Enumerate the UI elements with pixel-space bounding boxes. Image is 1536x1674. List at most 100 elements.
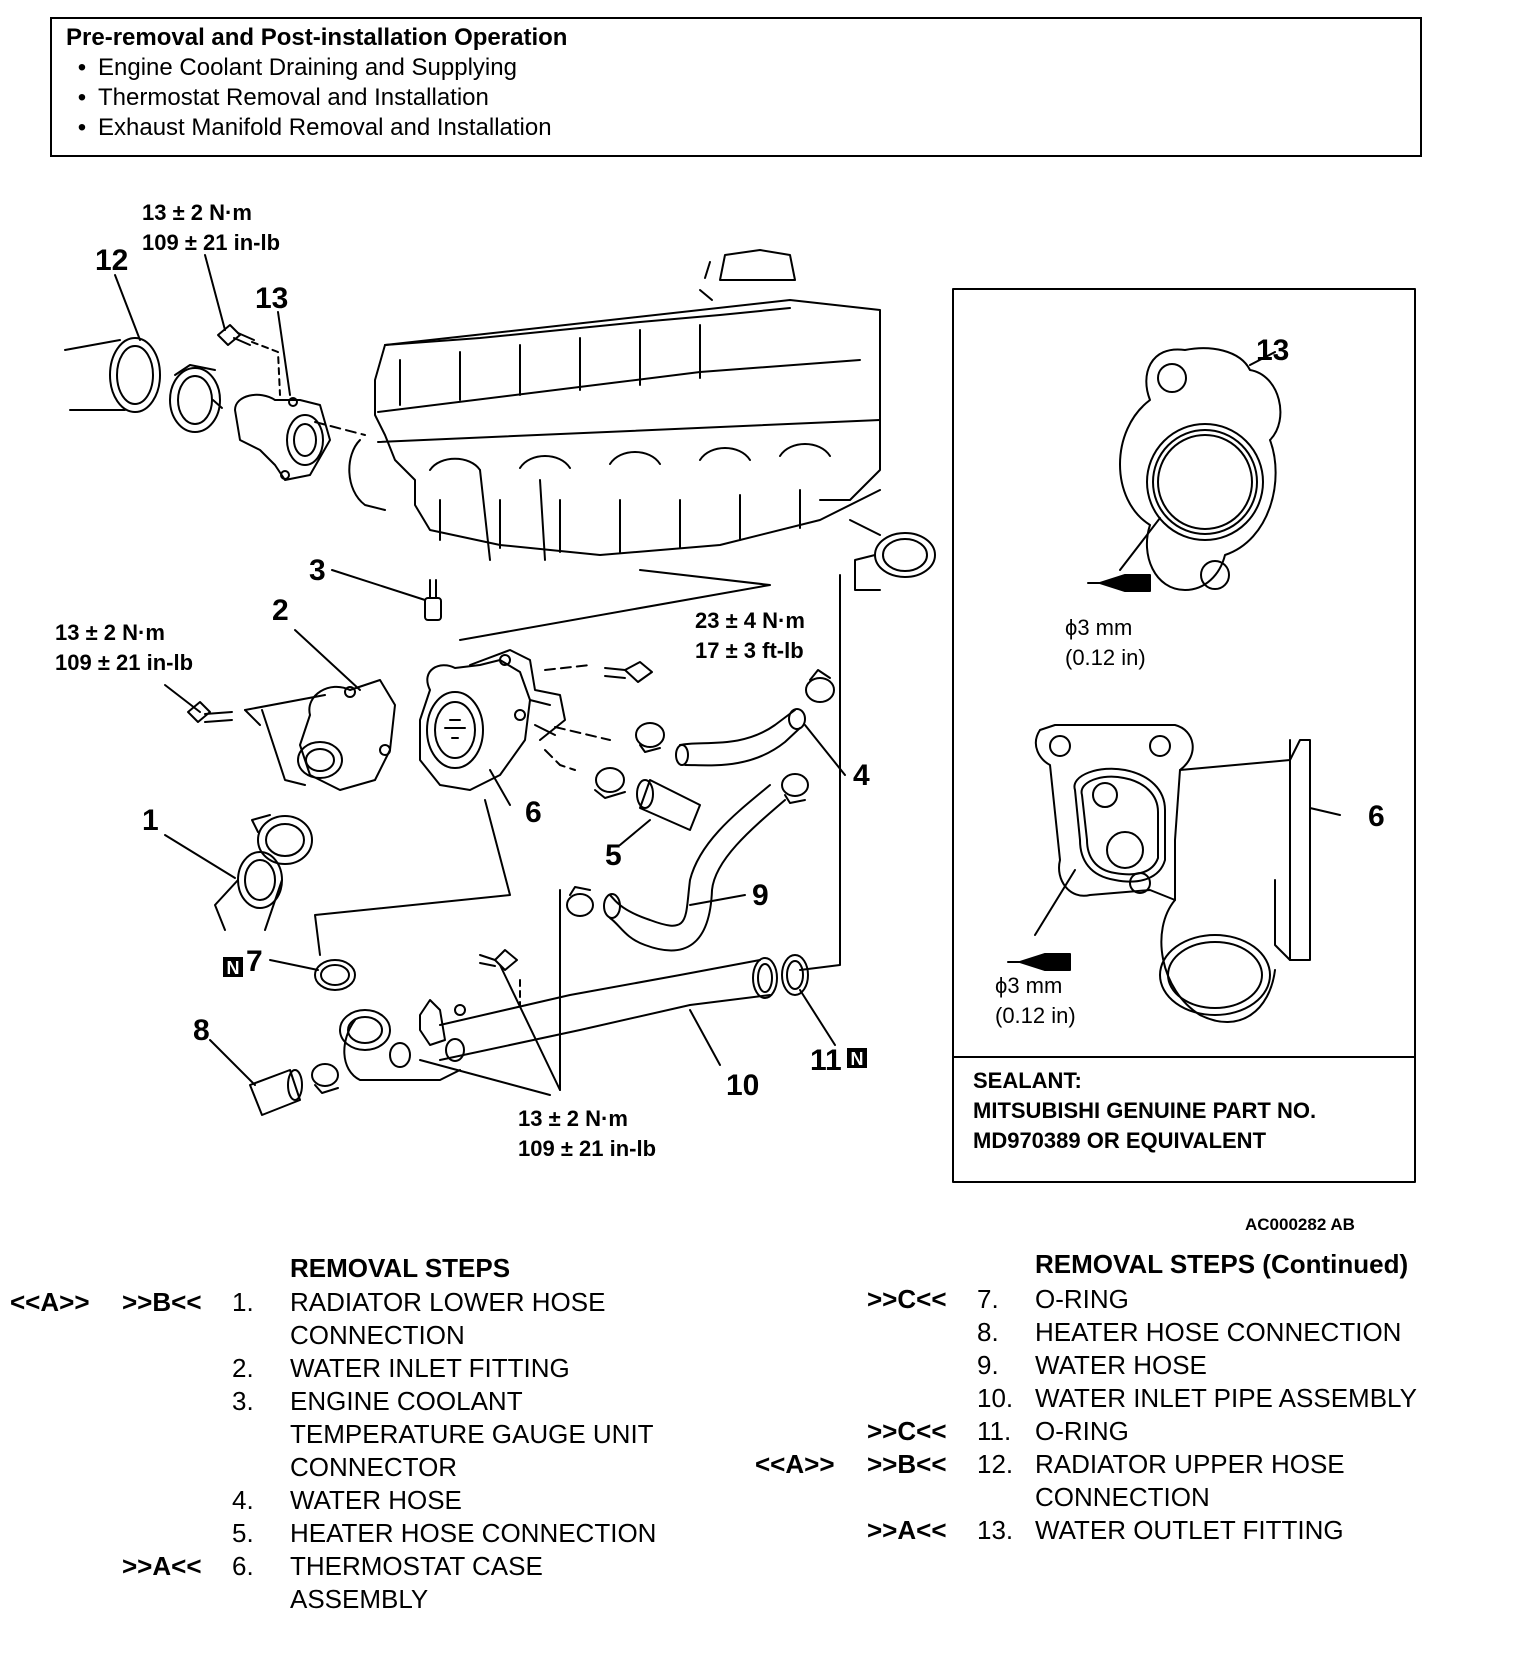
new-part-mark: N <box>851 1049 864 1069</box>
removal-step-line: >>C<< 7. O-RING <box>0 1283 1536 1316</box>
sealant-tube-icon <box>1087 574 1151 592</box>
installation-step-marker: >>C<< <box>867 1284 947 1314</box>
removal-step-number: 1. <box>232 1287 254 1317</box>
installation-step-marker: >>C<< <box>867 1416 947 1446</box>
bolt-drawing <box>604 661 653 683</box>
removal-steps-title: REMOVAL STEPS <box>290 1253 511 1283</box>
water-inlet-pipe-assembly-drawing <box>339 957 778 1081</box>
callout-1: 1 <box>142 804 159 837</box>
o-ring-drawing <box>314 959 356 991</box>
removal-steps-continued-title: REMOVAL STEPS (Continued) <box>1035 1249 1409 1279</box>
installation-step-marker: >>A<< <box>122 1551 202 1581</box>
removal-step-line: >>A<<6.THERMOSTAT CASE <box>0 1550 1536 1583</box>
removal-step-line: ASSEMBLY <box>0 1583 1536 1616</box>
removal-step-text: CONNECTION <box>290 1320 465 1350</box>
removal-step-number: 10. <box>977 1383 1014 1413</box>
removal-step-text: RADIATOR UPPER HOSE <box>1035 1449 1345 1479</box>
callout-10: 10 <box>726 1069 759 1102</box>
removal-step-marker: <<A>> <box>755 1449 835 1479</box>
removal-step-text: TEMPERATURE GAUGE UNIT <box>290 1419 654 1449</box>
bullet-icon: • <box>77 84 87 111</box>
callout-11: 11 <box>810 1044 842 1077</box>
new-part-mark-icon <box>847 1048 867 1068</box>
removal-step-text: CONNECTION <box>1035 1482 1210 1512</box>
removal-step-number: 3. <box>232 1386 254 1416</box>
removal-step-line: 4.WATER HOSE <box>0 1484 1536 1517</box>
callout-8: 8 <box>193 1014 210 1047</box>
bolt-drawing <box>479 949 518 971</box>
removal-step-line: CONNECTION <box>0 1319 1536 1352</box>
bolt-drawing <box>187 701 233 723</box>
figure-id: AC000282 AB <box>1245 1215 1355 1234</box>
bead-diameter: ϕ3 mm <box>1065 615 1132 640</box>
hose-clamp-drawing <box>169 364 223 433</box>
pre-removal-item: •Thermostat Removal and Installation <box>66 83 1406 113</box>
removal-step-line: CONNECTOR <box>0 1451 1536 1484</box>
removal-step-text: HEATER HOSE CONNECTION <box>1035 1317 1402 1347</box>
engine-block-drawing <box>348 249 936 591</box>
removal-step-text: O-RING <box>1035 1416 1129 1446</box>
bead-diameter-imperial: (0.12 in) <box>995 1003 1076 1028</box>
hose-clamp-drawing <box>635 669 835 753</box>
hose-clamp-drawing <box>251 814 313 865</box>
removal-step-number: 5. <box>232 1518 254 1548</box>
bead-diameter: ϕ3 mm <box>995 973 1062 998</box>
removal-step-number: 9. <box>977 1350 999 1380</box>
heater-hose-drawing <box>249 1063 339 1116</box>
radiator-upper-hose-drawing <box>64 337 161 413</box>
installation-step-marker: >>A<< <box>867 1515 947 1545</box>
pre-removal-box: Pre-removal and Post-installation Operat… <box>50 17 1422 157</box>
exploded-view-diagram: N N 1 2 3 4 5 6 7 8 9 10 11 12 13 13 6 1… <box>0 170 1536 1240</box>
pre-removal-item: •Engine Coolant Draining and Supplying <box>66 53 1406 83</box>
callout-4: 4 <box>853 759 870 792</box>
removal-step-marker: <<A>> <box>10 1287 90 1317</box>
sealant-label: SEALANT: <box>973 1068 1082 1093</box>
removal-step-line: <<A>> >>B<< 1. RADIATOR LOWER HOSE <box>0 1286 1536 1319</box>
removal-step-text: WATER OUTLET FITTING <box>1035 1515 1344 1545</box>
callout-3: 3 <box>309 554 326 587</box>
sealant-inset-panel <box>952 288 1416 1183</box>
bolt-drawing <box>217 324 281 396</box>
removal-step-line: 10. WATER INLET PIPE ASSEMBLY <box>0 1382 1536 1415</box>
assembly-lines <box>244 569 841 1096</box>
callout-13: 13 <box>255 282 288 315</box>
callout-6: 6 <box>525 796 542 829</box>
removal-step-text: O-RING <box>1035 1284 1129 1314</box>
pre-removal-title: Pre-removal and Post-installation Operat… <box>66 24 568 51</box>
leader-lines <box>114 254 846 1091</box>
inset-callout-13: 13 <box>1256 334 1289 367</box>
inset-water-outlet-fitting-drawing <box>1119 347 1282 591</box>
installation-step-marker: >>B<< <box>122 1287 202 1317</box>
torque-spec-imperial: 17 ± 3 ft-lb <box>695 638 804 663</box>
removal-step-line: <<A>>>>B<<12.RADIATOR UPPER HOSE <box>0 1448 1536 1481</box>
bullet-icon: • <box>77 54 87 81</box>
callout-9: 9 <box>752 879 769 912</box>
pre-removal-item: •Exhaust Manifold Removal and Installati… <box>66 113 1406 143</box>
sealant-part-number: MD970389 OR EQUIVALENT <box>973 1128 1267 1153</box>
torque-spec-metric: 23 ± 4 N·m <box>695 608 805 633</box>
removal-step-text: WATER INLET FITTING <box>290 1353 570 1383</box>
removal-step-line: 9.WATER HOSE <box>0 1349 1536 1382</box>
removal-step-line: 2. WATER INLET FITTING <box>0 1352 1536 1385</box>
removal-step-line: >>C<<11.O-RING <box>0 1415 1536 1448</box>
callout-7: 7 <box>246 945 263 978</box>
bullet-icon: • <box>77 114 87 141</box>
torque-spec-metric: 13 ± 2 N·m <box>518 1106 628 1131</box>
callout-2: 2 <box>272 594 289 627</box>
removal-step-text: HEATER HOSE CONNECTION <box>290 1518 657 1548</box>
removal-step-text: RADIATOR LOWER HOSE <box>290 1287 606 1317</box>
removal-step-text: WATER INLET PIPE ASSEMBLY <box>1035 1383 1417 1413</box>
torque-spec-imperial: 109 ± 21 in-lb <box>142 230 280 255</box>
sealant-tube-icon <box>1007 953 1071 971</box>
removal-step-line: 3.ENGINE COOLANT <box>0 1385 1536 1418</box>
water-outlet-fitting-drawing <box>234 393 366 481</box>
removal-step-text: WATER HOSE <box>290 1485 462 1515</box>
removal-step-line: TEMPERATURE GAUGE UNIT <box>0 1418 1536 1451</box>
removal-step-number: 13. <box>977 1515 1014 1545</box>
water-hose-drawing <box>675 708 806 767</box>
heater-hose-drawing <box>594 767 701 831</box>
removal-step-text: CONNECTOR <box>290 1452 458 1482</box>
removal-step-number: 7. <box>977 1284 999 1314</box>
removal-step-number: 2. <box>232 1353 254 1383</box>
inset-callout-6: 6 <box>1368 800 1385 833</box>
